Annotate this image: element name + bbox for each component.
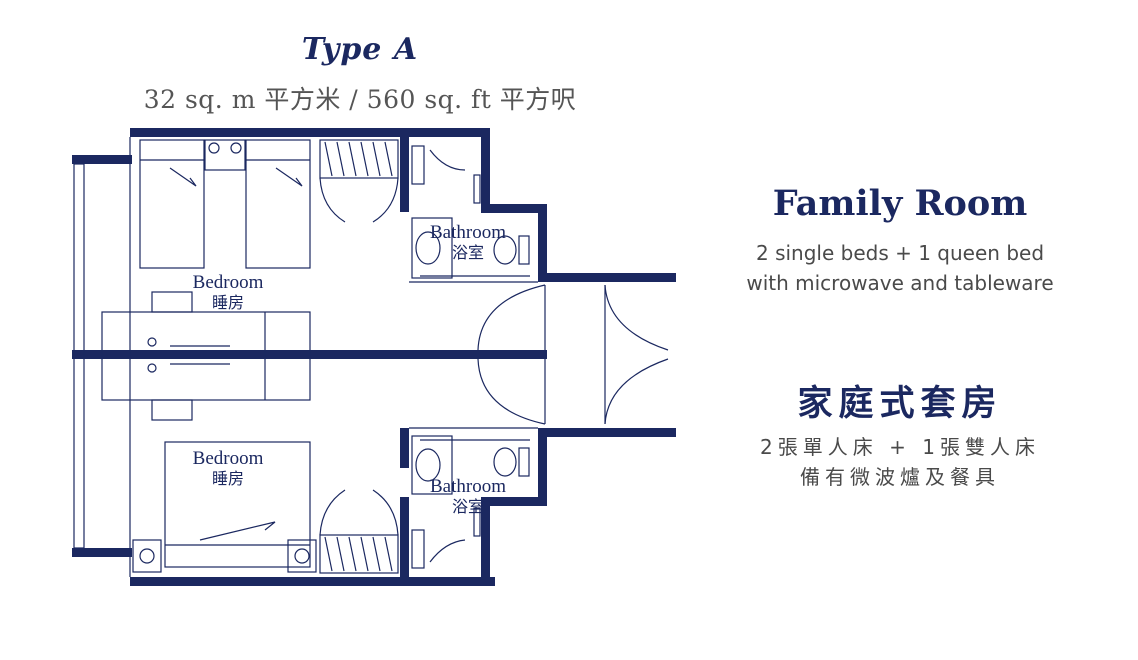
single-bed-2 [245, 139, 311, 269]
floor-plan [72, 128, 676, 586]
room-description-english: 2 single beds + 1 queen bed with microwa… [700, 238, 1100, 298]
room-name-chinese: 家庭式套房 [797, 383, 1003, 424]
wardrobe-lower [319, 534, 399, 574]
description-en-line-2: with microwave and tableware [746, 271, 1054, 295]
plan-title: Type A [301, 32, 419, 67]
bedroom-label-upper: Bedroom 睡房 [192, 272, 264, 312]
sink-lower [411, 435, 453, 495]
desk [101, 311, 311, 401]
room-description-chinese: 2張單人床 + 1張雙人床 備有微波爐及餐具 [700, 432, 1100, 492]
wardrobe-upper [319, 139, 399, 179]
queen-bed [164, 441, 311, 568]
bathroom-label-upper: Bathroom 浴室 [430, 222, 506, 262]
bedroom-label-lower: Bedroom 睡房 [192, 448, 264, 488]
bathroom-label-lower: Bathroom 浴室 [430, 476, 506, 516]
single-bed-1 [139, 139, 205, 269]
plan-area: 32 sq. m 平方米 / 560 sq. ft 平方呎 [143, 85, 577, 114]
balcony [73, 163, 85, 549]
description-en-line-1: 2 single beds + 1 queen bed [755, 241, 1045, 265]
description-zh-line-1: 2張單人床 + 1張雙人床 [760, 435, 1040, 459]
room-name-english: Family Room [772, 183, 1028, 224]
description-zh-line-2: 備有微波爐及餐具 [800, 465, 1000, 489]
thick-walls [72, 128, 676, 586]
sink-upper [411, 217, 453, 279]
